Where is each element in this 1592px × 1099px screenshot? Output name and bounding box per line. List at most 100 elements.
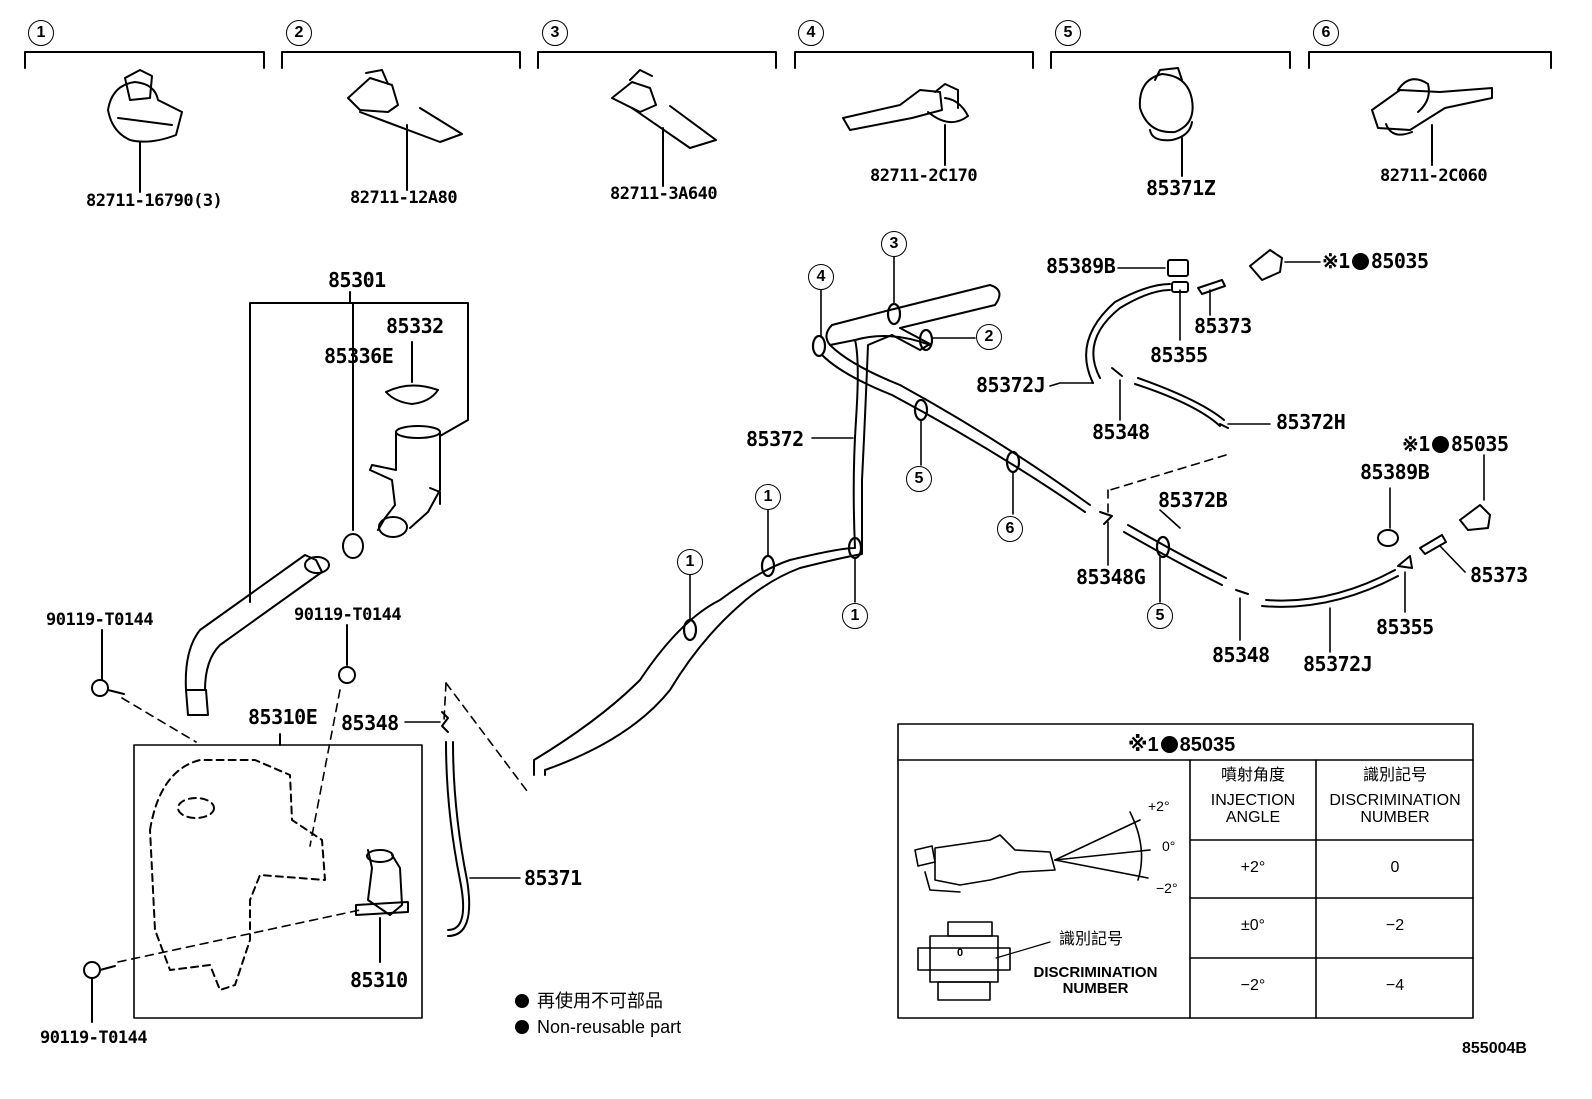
label-85035-a: ※1 85035 bbox=[1322, 251, 1429, 271]
clip-header-brackets bbox=[24, 51, 1552, 69]
table-title: ※1 85035 bbox=[1128, 732, 1235, 757]
legend-ja-text: 再使用不可部品 bbox=[537, 991, 663, 1011]
label-85035-a-text: 85035 bbox=[1370, 249, 1429, 273]
spray-minus: −2° bbox=[1156, 880, 1178, 896]
legend-ja: 再使用不可部品 bbox=[515, 992, 663, 1010]
col-angle-header-ja: 噴射角度 bbox=[1220, 767, 1285, 784]
clip-4-drawing bbox=[842, 83, 969, 166]
hose-callout-6: 6 bbox=[997, 516, 1023, 542]
clip-4-part-number: 82711-2C170 bbox=[870, 166, 978, 186]
clip-3-drawing bbox=[611, 69, 717, 187]
tank-bracket bbox=[133, 733, 423, 1019]
row-1-angle: +2° bbox=[1240, 859, 1266, 876]
label-85372: 85372 bbox=[746, 427, 804, 451]
clip-5-part-number: 85371Z bbox=[1146, 176, 1216, 200]
non-reusable-dot-a bbox=[1351, 253, 1369, 270]
clip-2-part-number: 82711-12A80 bbox=[350, 188, 458, 208]
marker-prefix-b: ※1 bbox=[1402, 432, 1430, 456]
clip-5-callout: 5 bbox=[1055, 20, 1081, 46]
hose-callout-5-a: 5 bbox=[906, 466, 932, 492]
col-angle-header-en-1: INJECTION bbox=[1210, 791, 1296, 809]
label-85332: 85332 bbox=[386, 314, 444, 338]
label-85355-b: 85355 bbox=[1376, 615, 1434, 639]
clip-3-callout: 3 bbox=[542, 20, 568, 46]
spray-zero: 0° bbox=[1162, 838, 1176, 854]
row-3-angle: −2° bbox=[1240, 977, 1266, 994]
label-85348g: 85348G bbox=[1076, 565, 1146, 589]
filler-pipe-mouth bbox=[304, 556, 330, 574]
non-reusable-dot-b bbox=[1431, 436, 1449, 453]
label-90119-middle: 90119-T0144 bbox=[294, 605, 402, 625]
washer-tank bbox=[149, 759, 326, 991]
clip-4-callout: 4 bbox=[798, 20, 824, 46]
label-85348-a: 85348 bbox=[341, 711, 399, 735]
label-90119-lower: 90119-T0144 bbox=[40, 1028, 148, 1048]
marker-prefix-a: ※1 bbox=[1322, 249, 1350, 273]
legend-en-text: Non-reusable part bbox=[537, 1017, 682, 1037]
label-85355-a: 85355 bbox=[1150, 343, 1208, 367]
label-85372j-b: 85372J bbox=[1303, 652, 1373, 676]
label-85373-a: 85373 bbox=[1194, 314, 1252, 338]
label-85348-c: 85348 bbox=[1212, 643, 1270, 667]
label-85389b-a: 85389B bbox=[1046, 254, 1116, 278]
col-disc-header-en-1: DISCRIMINATION bbox=[1329, 791, 1461, 809]
label-90119-left: 90119-T0144 bbox=[46, 610, 154, 630]
disc-label-en-1: DISCRIMINATION bbox=[1033, 964, 1158, 981]
legend-dot-en bbox=[515, 1020, 529, 1034]
label-85372j-a: 85372J bbox=[976, 373, 1046, 397]
bolt-90119-middle bbox=[338, 624, 356, 684]
hose-callout-1-c: 1 bbox=[842, 603, 868, 629]
filler-pipe-end bbox=[185, 689, 209, 716]
joint-85348-a bbox=[441, 711, 449, 733]
clip-1-drawing bbox=[107, 69, 183, 193]
disc-label-en: DISCRIMINATION NUMBER bbox=[1018, 965, 1173, 997]
hose-callout-5-b: 5 bbox=[1147, 603, 1173, 629]
table-title-prefix: ※1 bbox=[1128, 734, 1159, 756]
nozzle-spray-drawing bbox=[914, 811, 1151, 893]
label-85348-b: 85348 bbox=[1092, 420, 1150, 444]
document-id: 855004B bbox=[1462, 1040, 1527, 1057]
bolt-90119-left bbox=[91, 629, 125, 697]
spray-plus: +2° bbox=[1148, 798, 1170, 814]
table-title-dot bbox=[1160, 736, 1178, 753]
row-2-number: −2 bbox=[1385, 917, 1405, 934]
row-2-angle: ±0° bbox=[1240, 917, 1266, 934]
legend-dot-ja bbox=[515, 994, 529, 1008]
col-angle-header-en-2: ANGLE bbox=[1225, 808, 1281, 826]
label-85372b: 85372B bbox=[1158, 488, 1228, 512]
washer-pump bbox=[355, 849, 409, 963]
clip-6-callout: 6 bbox=[1313, 20, 1339, 46]
filler-bracket bbox=[249, 291, 469, 603]
cap-85332 bbox=[385, 384, 439, 405]
lower-branch-hoses bbox=[1099, 454, 1491, 653]
ring-85336e bbox=[342, 533, 364, 559]
clip-2-callout: 2 bbox=[286, 20, 312, 46]
upper-branch-hoses bbox=[1049, 249, 1321, 429]
filler-neck bbox=[369, 425, 441, 538]
clip-6-drawing bbox=[1371, 78, 1493, 166]
label-85336e: 85336E bbox=[324, 344, 394, 368]
bolt-90119-lower bbox=[83, 961, 116, 1023]
hose-callout-3: 3 bbox=[881, 231, 907, 257]
clip-2-drawing bbox=[347, 69, 463, 191]
col-disc-header-ja: 識別記号 bbox=[1362, 767, 1427, 784]
hose-callout-2: 2 bbox=[976, 324, 1002, 350]
legend-en: Non-reusable part bbox=[515, 1018, 681, 1036]
nozzle-table bbox=[897, 723, 1474, 1019]
clip-1-part-number: 82711-16790(3) bbox=[86, 191, 223, 211]
table-title-part: 85035 bbox=[1179, 734, 1236, 756]
clip-3-part-number: 82711-3A640 bbox=[610, 184, 718, 204]
label-85389b-b: 85389B bbox=[1360, 460, 1430, 484]
label-85301: 85301 bbox=[328, 268, 386, 292]
hose-callout-1-b: 1 bbox=[677, 549, 703, 575]
stamp-mark: 0 bbox=[957, 947, 964, 959]
label-85371: 85371 bbox=[524, 866, 582, 890]
clip-1-callout: 1 bbox=[28, 20, 54, 46]
label-85373-b: 85373 bbox=[1470, 563, 1528, 587]
hose-85371 bbox=[445, 741, 465, 931]
label-85310e: 85310E bbox=[248, 705, 318, 729]
col-disc-header-en-2: NUMBER bbox=[1360, 808, 1430, 826]
stamp-drawing bbox=[917, 921, 1051, 1001]
label-85310: 85310 bbox=[350, 968, 408, 992]
